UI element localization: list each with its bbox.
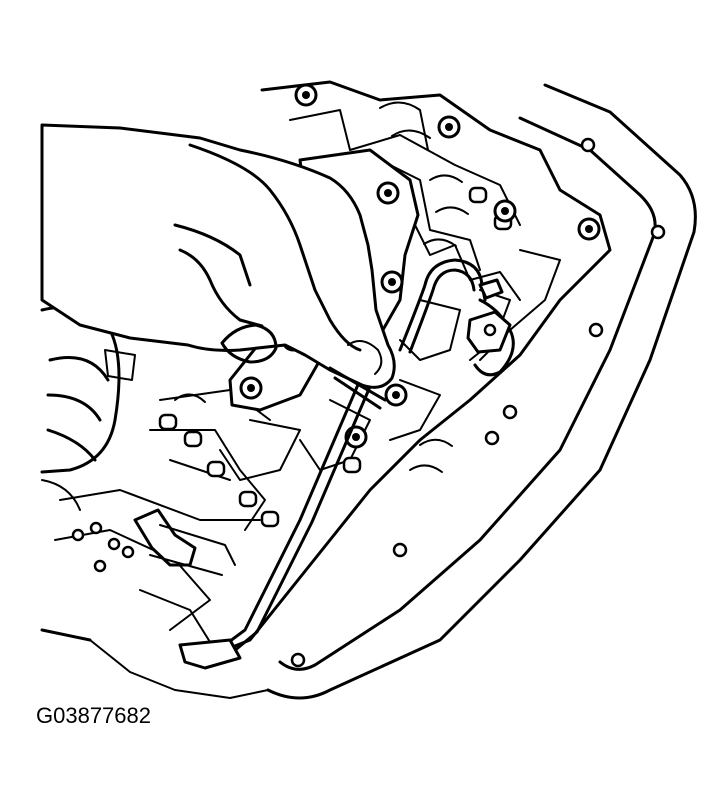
figure-code: G03877682 — [36, 703, 151, 728]
tool — [328, 366, 387, 410]
bolt — [493, 199, 517, 223]
detent-clip — [133, 508, 236, 576]
sensor-wire — [178, 258, 515, 670]
case-flange-outline — [40, 83, 697, 700]
wire-harness — [40, 306, 136, 511]
flange-holes — [290, 137, 666, 668]
bolt — [577, 217, 601, 241]
bolt — [384, 383, 408, 407]
bolt — [437, 115, 461, 139]
bolt — [380, 270, 404, 294]
bolt — [376, 181, 400, 205]
bolt — [239, 376, 263, 400]
bolt — [294, 83, 318, 107]
hand — [40, 123, 396, 389]
